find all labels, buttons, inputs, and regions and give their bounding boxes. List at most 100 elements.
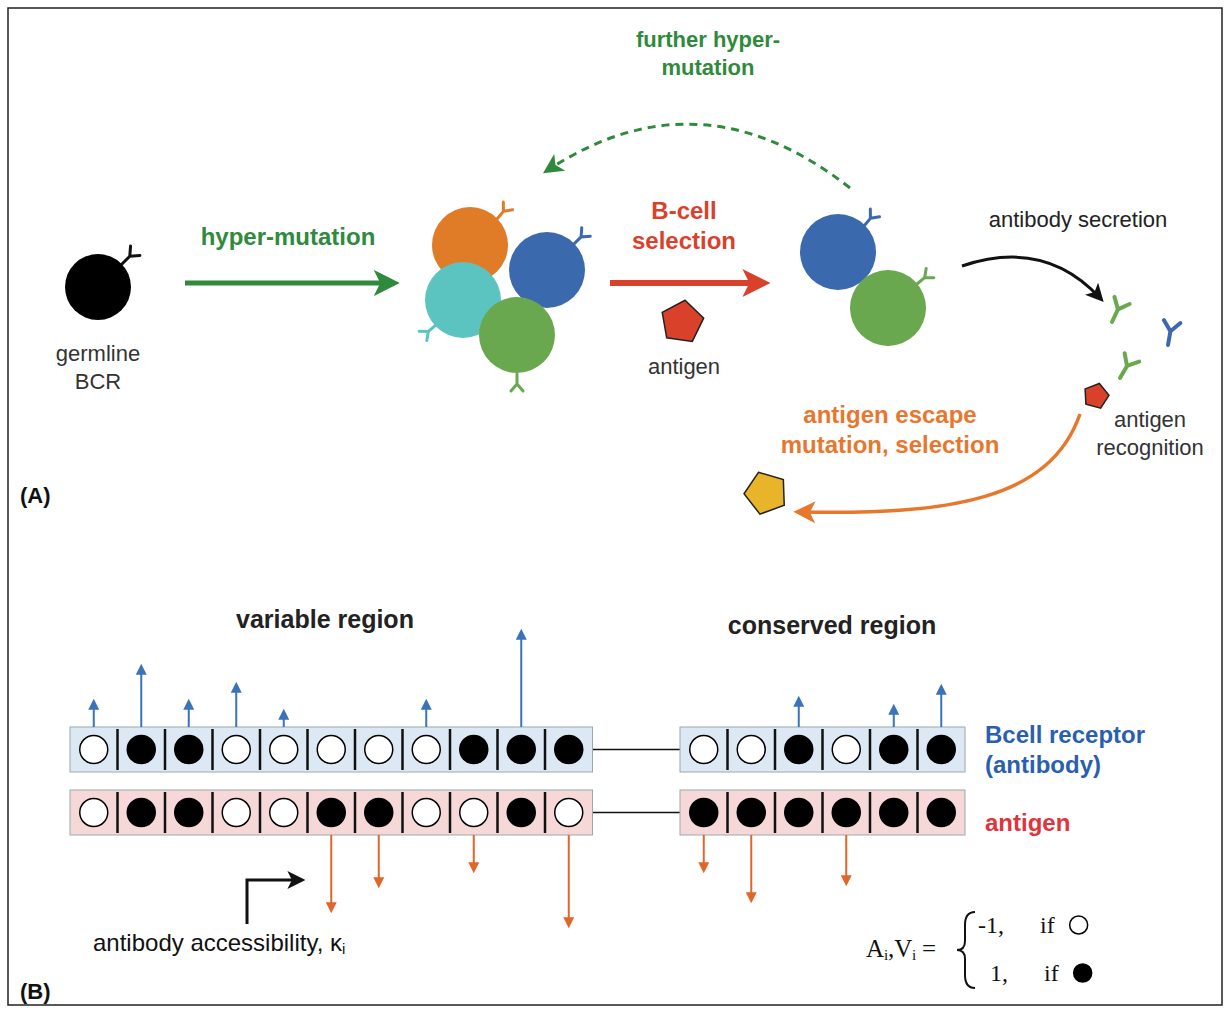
antigen-accessibility-arrow: [750, 835, 752, 900]
site-residue: [412, 736, 440, 764]
mutant-b-cell: [479, 297, 555, 373]
site-residue: [785, 736, 813, 764]
bcr-accessibility-arrow: [283, 712, 285, 727]
site-divider: [916, 729, 919, 770]
figure-label: (A): [20, 482, 51, 510]
accessibility-pointer: [247, 880, 300, 924]
formula-brace: [957, 912, 975, 988]
receptor-symbol: [1104, 297, 1129, 326]
site-divider: [164, 792, 167, 833]
site-divider: [259, 729, 262, 770]
escaped-antigen-symbol: [744, 472, 784, 514]
site-residue: [460, 799, 488, 827]
site-residue: [690, 736, 718, 764]
antigen-accessibility-arrow: [473, 835, 475, 870]
site-residue: [690, 799, 718, 827]
site-divider: [496, 792, 499, 833]
site-divider: [211, 792, 214, 833]
sequence-strip: [680, 790, 965, 835]
figure-label: =: [922, 933, 936, 964]
bcr-accessibility-arrow: [940, 687, 942, 727]
receptor-symbol: [1113, 353, 1139, 382]
site-residue: [785, 799, 813, 827]
formula-symbol: [1070, 916, 1088, 934]
site-divider: [164, 729, 167, 770]
site-residue: [317, 799, 345, 827]
figure-label: antigen escape mutation, selection: [763, 400, 1018, 460]
receptor-stroke: [1160, 320, 1181, 346]
site-residue: [270, 799, 298, 827]
site-residue: [270, 736, 298, 764]
site-residue: [555, 736, 583, 764]
sequence-strip: [70, 727, 593, 772]
cell-symbol: germline BCR: [48, 340, 148, 395]
receptor-stroke: [1113, 353, 1139, 382]
site-residue: [127, 736, 155, 764]
bcr-accessibility-arrow: [140, 667, 142, 727]
site-residue: [737, 799, 765, 827]
site-divider: [916, 792, 919, 833]
site-divider: [116, 792, 119, 833]
site-residue: [832, 799, 860, 827]
site-divider: [726, 792, 729, 833]
figure-label: hyper-mutation: [201, 222, 376, 252]
site-residue: [175, 736, 203, 764]
site-residue: [927, 799, 955, 827]
sequence-row: Bcell receptor (antibody): [985, 720, 1210, 780]
linker-line: [593, 812, 681, 814]
figure-label: B-cell selection: [609, 196, 759, 256]
receptor-stroke: [511, 374, 523, 391]
receptor-stroke: [1104, 297, 1129, 326]
site-divider: [116, 729, 119, 770]
figure-border: [8, 8, 1222, 1005]
site-residue: [880, 736, 908, 764]
site-divider: [449, 792, 452, 833]
mutant-b-cell: [509, 232, 585, 308]
site-divider: [544, 792, 547, 833]
site-divider: [726, 729, 729, 770]
site-divider: [401, 729, 404, 770]
antigen-accessibility-arrow: [378, 835, 380, 885]
figure-label: i: [884, 946, 888, 965]
sequence-strip: [680, 727, 965, 772]
figure-label: 1, if: [990, 958, 1059, 988]
selected-b-cell: [850, 270, 926, 346]
site-residue: [222, 799, 250, 827]
site-divider: [401, 792, 404, 833]
formula-symbol: [1074, 964, 1092, 982]
bcr-accessibility-arrow: [520, 632, 522, 727]
node-label: antigen recognition: [1085, 406, 1215, 461]
site-residue: [175, 799, 203, 827]
antigen-accessibility-arrow: [568, 835, 570, 925]
site-divider: [869, 792, 872, 833]
escape-arrow: [800, 414, 1080, 512]
figure-label: A: [866, 933, 884, 964]
node-label: germline BCR: [48, 340, 148, 395]
site-divider: [821, 729, 824, 770]
site-residue: [460, 736, 488, 764]
antigen-accessibility-arrow: [330, 835, 332, 910]
site-residue: [507, 736, 535, 764]
site-residue: [317, 736, 345, 764]
site-divider: [354, 792, 357, 833]
site-divider: [544, 729, 547, 770]
site-residue: [555, 799, 583, 827]
figure-label: antibody secretion: [989, 206, 1168, 234]
figure-label: i: [342, 940, 345, 959]
figure-label: i: [912, 946, 916, 965]
node-label: antigen: [985, 808, 1135, 838]
figure-label: antibody accessibility, κ: [93, 928, 342, 958]
site-divider: [211, 729, 214, 770]
sequence-strip: [70, 790, 593, 835]
site-divider: [774, 792, 777, 833]
antigen-accessibility-arrow: [703, 835, 705, 870]
site-residue: [365, 736, 393, 764]
figure-label: variable region: [236, 604, 414, 635]
site-divider: [306, 792, 309, 833]
site-residue: [927, 736, 955, 764]
bcr-accessibility-arrow: [798, 699, 800, 727]
site-divider: [774, 729, 777, 770]
antigen-symbol: [1085, 383, 1109, 408]
cell-symbol: antigen: [629, 353, 739, 381]
bcr-accessibility-arrow: [188, 702, 190, 727]
